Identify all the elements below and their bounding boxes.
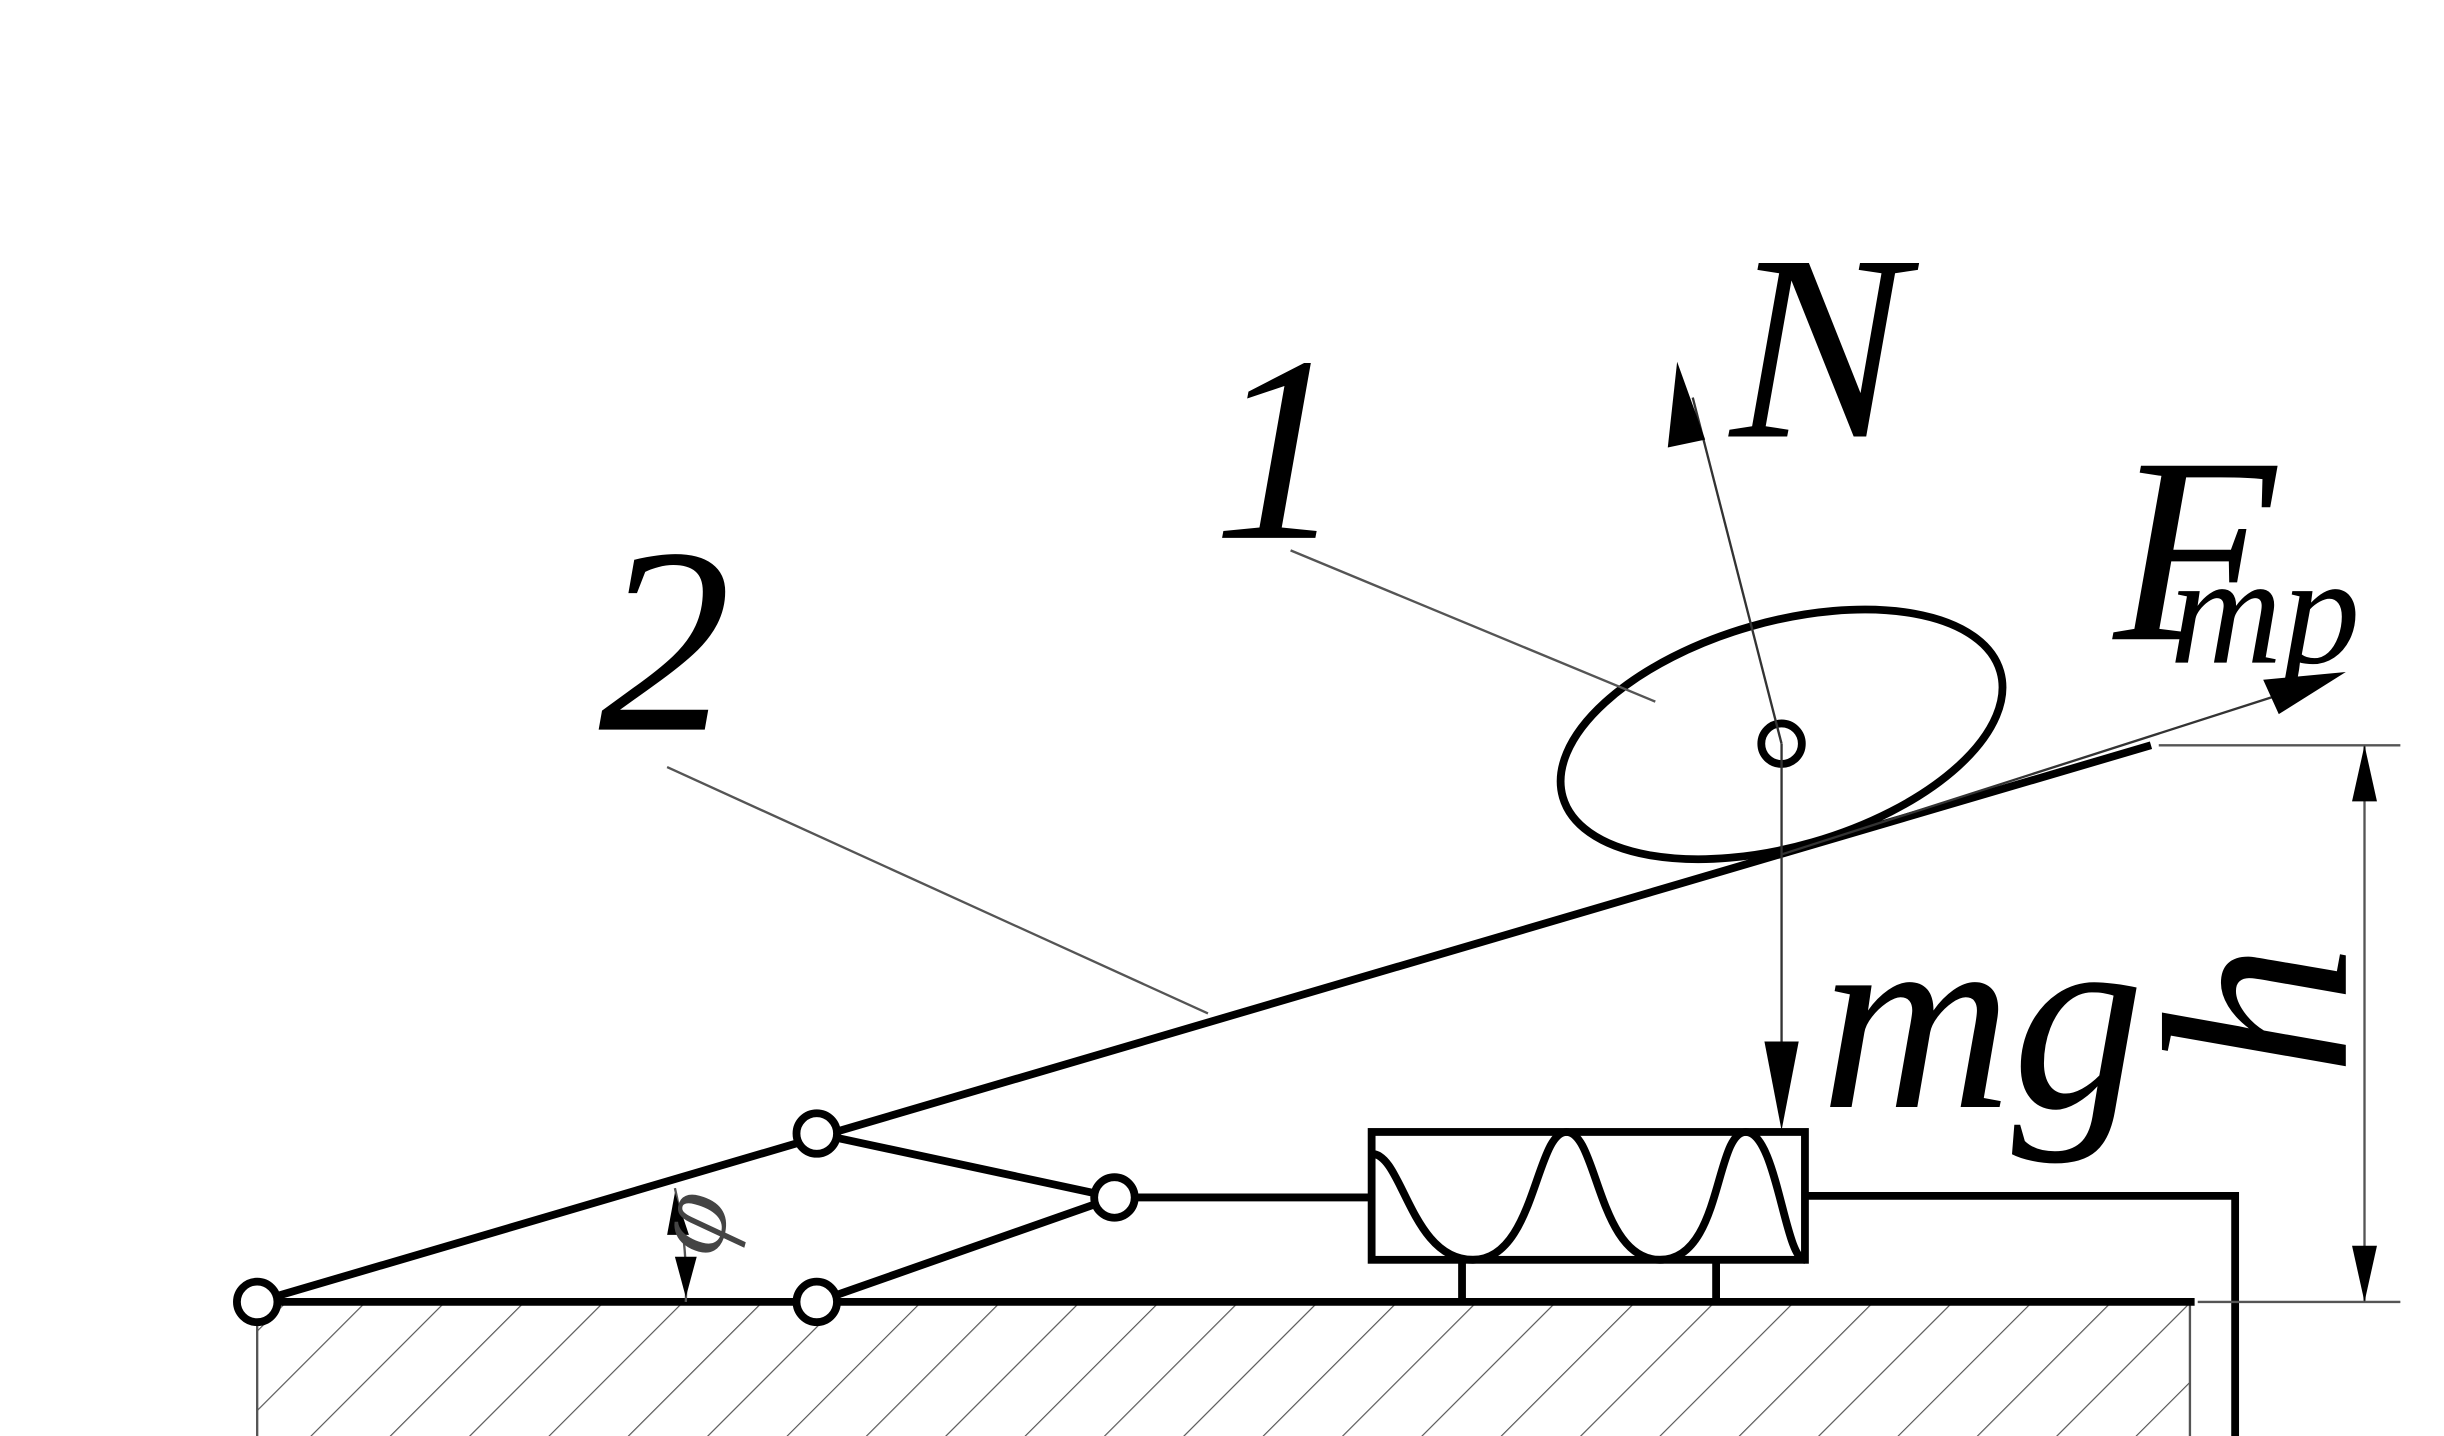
label-force-normal: N [1726,202,1921,495]
leader-line-2 [666,766,1209,1015]
ground-base [256,1298,2195,1436]
label-force-friction: F [2109,404,2279,697]
force-normal-vector [1667,361,1783,745]
label-item-2: 2 [599,495,731,788]
pivot-lower [792,1277,841,1327]
pivot-origin [233,1277,282,1327]
pivot-joints [233,1109,1139,1327]
angle-indicator [667,1187,697,1302]
label-force-gravity: mg [1821,872,2145,1165]
force-gravity-vector [1764,743,1799,1131]
label-angle: φ [623,1176,755,1266]
height-dimension [2158,744,2401,1304]
right-frame [1804,1191,2240,1436]
spring-actuator [1367,1128,1809,1302]
label-item-1: 1 [1213,303,1345,596]
label-force-friction-subscript: mp [2170,524,2360,697]
pivot-middle [1090,1173,1139,1222]
force-friction-vector [1781,672,2346,856]
label-height: h [2111,943,2404,1076]
leader-line-1 [1290,549,1656,703]
linkage [815,1129,1372,1306]
pivot-upper [792,1109,841,1158]
